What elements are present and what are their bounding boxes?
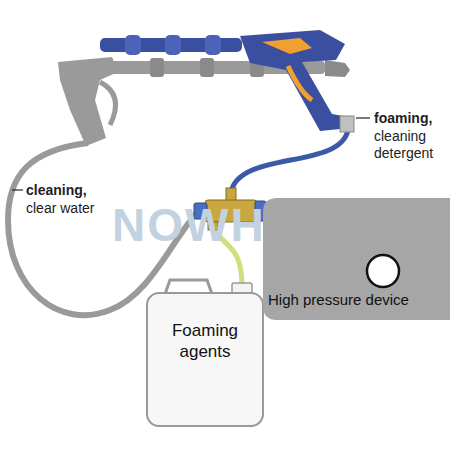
gun-label: foaming, xyxy=(374,110,446,127)
node-label: High pressure device xyxy=(268,290,438,309)
gun-label: cleaning detergent xyxy=(374,128,446,162)
leader-line xyxy=(356,117,370,118)
node-label: Foaming agents xyxy=(159,320,251,362)
hose-label: cleaning, xyxy=(26,182,136,199)
leader-line xyxy=(12,189,23,190)
foam-gun xyxy=(100,30,354,132)
pressure-device: High pressure device xyxy=(263,198,450,320)
foam-hose xyxy=(231,130,348,192)
canister: Foaming agents xyxy=(145,278,265,428)
hose-label: clear water xyxy=(26,200,136,217)
